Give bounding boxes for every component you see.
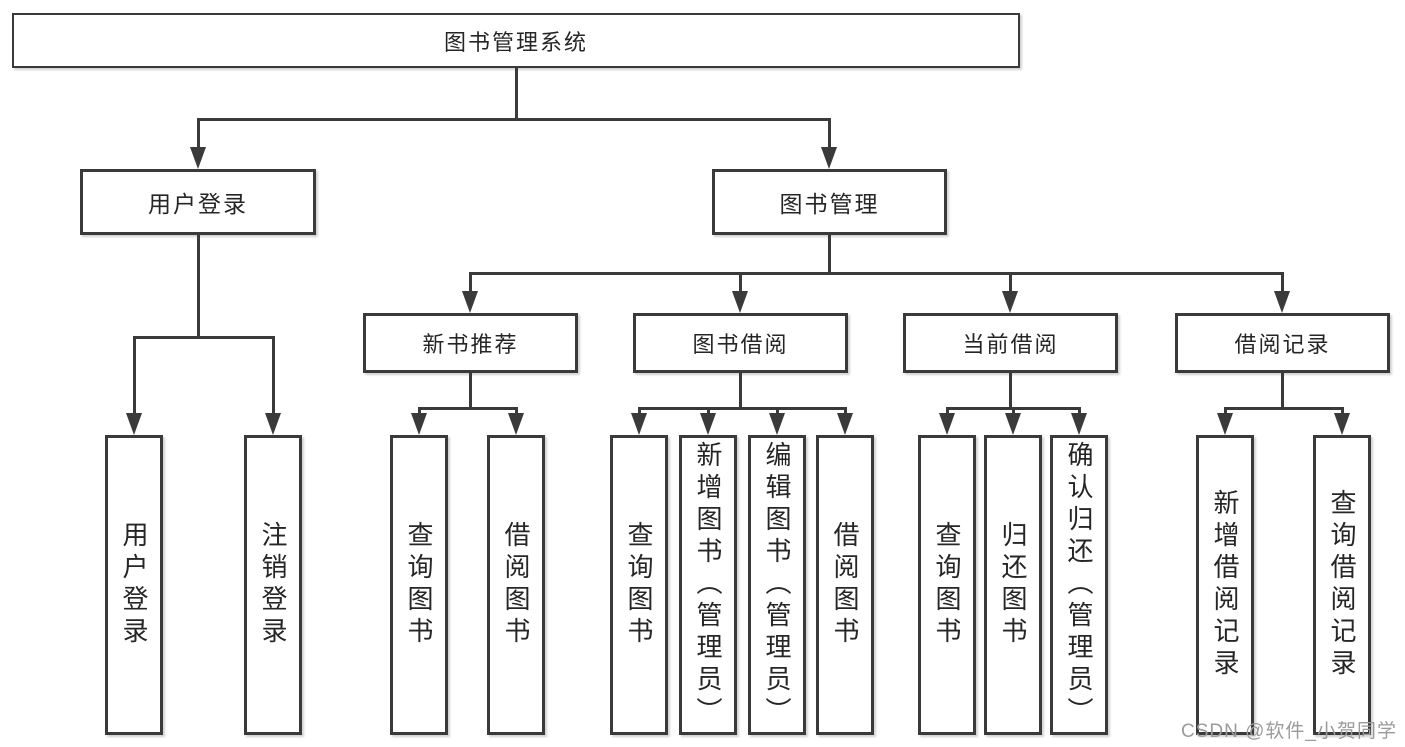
connector-g5-rail — [1224, 407, 1344, 410]
node-book-borrow: 图书借阅 — [633, 313, 848, 373]
arrowhead-icon — [1274, 291, 1290, 313]
connector-to-leaf-logout — [272, 336, 275, 414]
node-new-book-recommend: 新书推荐 — [363, 313, 578, 373]
leaf-borrow-books-recommend: 借阅图书 — [487, 435, 545, 735]
leaf-query-books-current: 查询图书 — [918, 435, 976, 735]
connector-g3-b — [707, 407, 710, 415]
arrowhead-icon — [631, 413, 647, 435]
arrowhead-icon — [462, 291, 478, 313]
arrowhead-icon — [732, 291, 748, 313]
connector-g3-d — [844, 407, 847, 415]
node-label: 借阅图书 — [501, 521, 531, 649]
connector-g3-stem — [739, 373, 742, 407]
connector-g2-a — [418, 407, 421, 415]
node-label: 注销登录 — [258, 521, 288, 649]
leaf-borrow-books: 借阅图书 — [816, 435, 874, 735]
connector-to-leaf-user-login — [133, 336, 136, 414]
connector-to-book-management — [828, 118, 831, 149]
connector-g3-c — [776, 407, 779, 415]
connector-g2-b — [515, 407, 518, 415]
connector-g4-c — [1078, 407, 1081, 415]
node-borrow-records: 借阅记录 — [1175, 313, 1390, 373]
arrowhead-icon — [265, 413, 281, 435]
node-label: 查询图书 — [404, 521, 434, 649]
connector-to-borrow-records — [1281, 272, 1284, 293]
node-label: 查询图书 — [932, 521, 962, 649]
arrowhead-icon — [126, 413, 142, 435]
node-label: 用户登录 — [119, 521, 149, 649]
arrowhead-icon — [508, 413, 524, 435]
arrowhead-icon — [411, 413, 427, 435]
node-user-login-branch: 用户登录 — [80, 169, 316, 235]
connector-g4-b — [1012, 407, 1015, 415]
leaf-logout: 注销登录 — [244, 435, 302, 735]
node-label: 当前借阅 — [962, 332, 1059, 357]
connector-g4-stem — [1009, 373, 1012, 407]
arrowhead-icon — [190, 147, 206, 169]
connector-g4-a — [946, 407, 949, 415]
node-label: 图书借阅 — [692, 332, 789, 357]
connector-to-new-book-recommend — [469, 272, 472, 293]
node-label: 新增图书（管理员） — [693, 441, 723, 729]
leaf-edit-book-admin: 编辑图书（管理员） — [748, 435, 806, 735]
leaf-user-login: 用户登录 — [105, 435, 163, 735]
leaf-add-book-admin: 新增图书（管理员） — [679, 435, 737, 735]
leaf-return-book: 归还图书 — [984, 435, 1042, 735]
leaf-query-books-recommend: 查询图书 — [390, 435, 448, 735]
arrowhead-icon — [837, 413, 853, 435]
arrowhead-icon — [1002, 291, 1018, 313]
arrowhead-icon — [1005, 413, 1021, 435]
arrowhead-icon — [769, 413, 785, 435]
connector-to-user-login — [197, 118, 200, 149]
leaf-add-borrow-record: 新增借阅记录 — [1196, 435, 1254, 735]
leaf-query-borrow-record: 查询借阅记录 — [1313, 435, 1371, 735]
node-label: 新书推荐 — [422, 332, 519, 357]
arrowhead-icon — [821, 147, 837, 169]
node-label: 确认归还（管理员） — [1064, 441, 1094, 729]
leaf-confirm-return-admin: 确认归还（管理员） — [1050, 435, 1108, 735]
node-label: 图书管理系统 — [443, 29, 588, 55]
node-label: 编辑图书（管理员） — [762, 441, 792, 729]
connector-g2-rail — [418, 407, 518, 410]
node-label: 借阅图书 — [830, 521, 860, 649]
arrowhead-icon — [1334, 413, 1350, 435]
connector-user-login-stem — [197, 235, 200, 336]
node-label: 新增借阅记录 — [1210, 489, 1240, 681]
node-label: 查询借阅记录 — [1327, 489, 1357, 681]
connector-g5-stem — [1281, 373, 1284, 407]
connector-level3-rail — [469, 272, 1284, 275]
node-label: 用户登录 — [148, 191, 248, 217]
node-book-management-branch: 图书管理 — [712, 169, 947, 235]
node-label: 图书管理 — [779, 191, 880, 217]
leaf-query-books-borrow: 查询图书 — [610, 435, 668, 735]
connector-g5-b — [1341, 407, 1344, 415]
node-label: 归还图书 — [998, 521, 1028, 649]
connector-g2-stem — [469, 373, 472, 407]
watermark: CSDN @软件_小贺同学 — [1181, 721, 1397, 742]
node-current-borrow: 当前借阅 — [903, 313, 1118, 373]
node-label: 借阅记录 — [1234, 332, 1331, 357]
connector-user-login-rail — [133, 336, 275, 339]
connector-root-stem — [515, 68, 518, 118]
connector-g5-a — [1224, 407, 1227, 415]
connector-book-mgmt-stem — [828, 235, 831, 272]
connector-level2-rail — [197, 118, 831, 121]
connector-g3-rail — [638, 407, 847, 410]
connector-to-current-borrow — [1009, 272, 1012, 293]
connector-g3-a — [638, 407, 641, 415]
connector-to-book-borrow — [739, 272, 742, 293]
arrowhead-icon — [700, 413, 716, 435]
arrowhead-icon — [1217, 413, 1233, 435]
node-library-management-system: 图书管理系统 — [12, 13, 1020, 68]
arrowhead-icon — [1071, 413, 1087, 435]
arrowhead-icon — [939, 413, 955, 435]
node-label: 查询图书 — [624, 521, 654, 649]
